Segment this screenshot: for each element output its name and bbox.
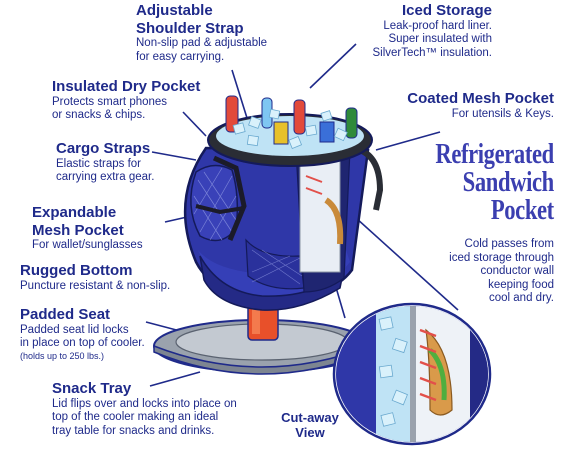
coated-mesh-pocket-desc: For utensils & Keys. [451, 107, 554, 120]
cold-passes-4: keeping food [488, 278, 554, 291]
iced-storage-desc-2: Super insulated with [388, 33, 492, 46]
snack-tray-desc-2: top of the cooler making an ideal [52, 411, 219, 424]
cutaway-line-2: View [295, 425, 325, 441]
iced-storage-desc-1: Leak-proof hard liner. [383, 19, 492, 32]
refrigerated-line-2: Sandwich [462, 166, 555, 198]
iced-storage-title: Iced Storage [401, 2, 492, 19]
cutaway-callout: Cut-away View [270, 410, 350, 441]
padded-seat-desc-2: in place on top of cooler. [20, 337, 145, 350]
iced-storage [207, 95, 373, 167]
cargo-straps-desc-1: Elastic straps for [56, 157, 141, 170]
expandable-mesh-pocket-callout: Expandable Mesh Pocket For wallet/sungla… [32, 204, 143, 253]
padded-seat-title: Padded Seat [20, 306, 111, 323]
sandwich-pocket-detail [305, 175, 344, 245]
cutaway-circle [332, 302, 492, 446]
shoulder-strap-callout: Adjustable Shoulder Strap Non-slip pad &… [136, 2, 267, 65]
snack-tray-desc-1: Lid flips over and locks into place on [52, 397, 237, 410]
expandable-title-2: Mesh Pocket [32, 221, 124, 239]
padded-seat-capacity: (holds up to 250 lbs.) [20, 350, 105, 361]
padded-seat-callout: Padded Seat Padded seat lid locks in pla… [20, 306, 145, 361]
iced-storage-callout: Iced Storage Leak-proof hard liner. Supe… [362, 2, 492, 60]
refrigerated-line-1: Refrigerated [435, 138, 555, 170]
snack-tray-callout: Snack Tray Lid flips over and locks into… [52, 380, 237, 438]
expandable-title-1: Expandable [32, 204, 117, 221]
dry-pocket-title: Insulated Dry Pocket [52, 78, 201, 95]
cargo-straps-title: Cargo Straps [56, 140, 151, 157]
cold-passes-2: iced storage through [449, 251, 554, 264]
refrigerated-sandwich-pocket-heading: Refrigerated Sandwich Pocket [435, 138, 555, 226]
cooler-body [183, 145, 384, 311]
refrigerated-line-3: Pocket [491, 194, 554, 226]
cargo-straps-desc-2: carrying extra gear. [56, 171, 155, 184]
shoulder-strap-title-1: Adjustable [136, 2, 213, 19]
cutaway-line-1: Cut-away [281, 410, 339, 425]
rugged-bottom-title: Rugged Bottom [20, 262, 133, 279]
coated-mesh-pocket-title: Coated Mesh Pocket [407, 90, 554, 107]
padded-seat-desc-1: Padded seat lid locks [20, 323, 129, 336]
expandable-desc: For wallet/sunglasses [32, 239, 143, 252]
cargo-straps-callout: Cargo Straps Elastic straps for carrying… [56, 140, 154, 185]
shoulder-strap-desc-2: for easy carrying. [136, 50, 225, 63]
dry-pocket-desc-1: Protects smart phones [52, 95, 168, 108]
rugged-bottom-desc: Puncture resistant & non-slip. [20, 279, 171, 292]
cold-passes-3: conductor wall [480, 265, 554, 278]
coated-mesh-pocket-callout: Coated Mesh Pocket For utensils & Keys. [388, 90, 554, 121]
dry-pocket-callout: Insulated Dry Pocket Protects smart phon… [52, 78, 200, 123]
snack-tray-desc-3: tray table for snacks and drinks. [52, 424, 215, 437]
cold-passes-5: cool and dry. [489, 292, 554, 305]
iced-storage-desc-3: SilverTech™ insulation. [372, 46, 492, 59]
dry-pocket-desc-2: or snacks & chips. [52, 109, 146, 122]
shoulder-strap-desc-1: Non-slip pad & adjustable [136, 37, 268, 50]
snack-tray-title: Snack Tray [52, 380, 132, 397]
shoulder-strap-title-2: Shoulder Strap [136, 19, 244, 37]
cold-passes-1: Cold passes from [464, 238, 554, 250]
rugged-bottom-callout: Rugged Bottom Puncture resistant & non-s… [20, 262, 170, 293]
cold-passes-callout: Cold passes from iced storage through co… [420, 238, 554, 306]
